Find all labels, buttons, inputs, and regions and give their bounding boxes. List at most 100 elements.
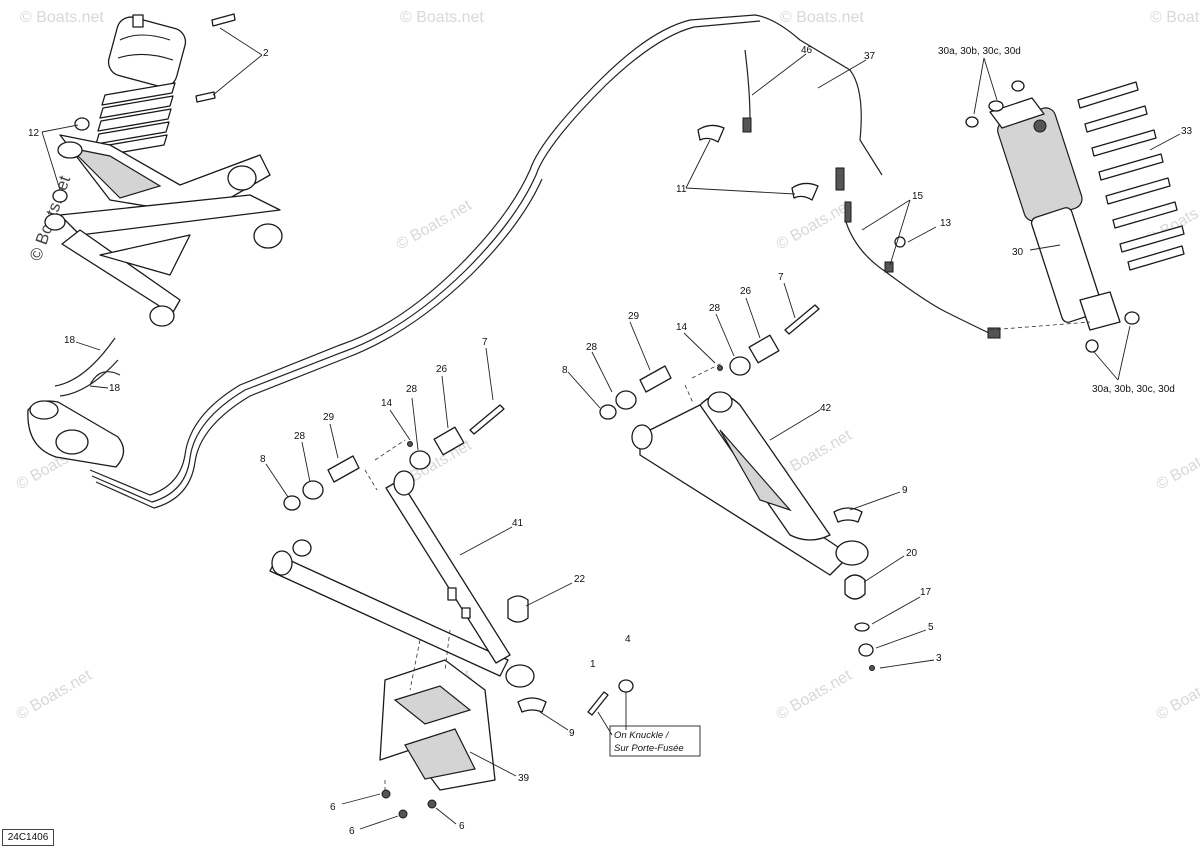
- hose-to-shock: [846, 222, 991, 334]
- arm-41-pivot-end: [293, 540, 311, 556]
- callout-18-top: 18: [64, 335, 76, 346]
- hose-fitting-lower: [836, 168, 844, 190]
- washer-29b: [640, 366, 671, 392]
- screw-6b: [399, 810, 407, 818]
- shock-reservoir: [105, 14, 188, 90]
- callout-26a: 26: [436, 364, 448, 375]
- callout-29b: 29: [628, 311, 640, 322]
- shock-adjuster: [1034, 120, 1046, 132]
- circlip-9b: [834, 508, 862, 522]
- nut-12a: [75, 118, 89, 130]
- rear-shock-assembly: [45, 14, 282, 326]
- arm-41-tab-a: [448, 588, 456, 600]
- callout-22: 22: [574, 574, 586, 585]
- callout-42: 42: [820, 403, 832, 414]
- shock-cap: [133, 15, 143, 27]
- grommet-13: [895, 237, 905, 247]
- callout-8a: 8: [260, 454, 266, 465]
- callout-14a: 14: [381, 398, 393, 409]
- sensor-end: [30, 401, 58, 419]
- note-line-2: Sur Porte-Fusée: [614, 743, 684, 754]
- pivot-bushing: [58, 142, 82, 158]
- washer-17: [855, 623, 869, 631]
- coil-spring-33: [1078, 82, 1184, 270]
- bushing-right-lower: [254, 224, 282, 248]
- hose-fitting-15: [845, 202, 851, 222]
- callout-6b: 6: [349, 826, 355, 837]
- diagram-reference-number: 24C1406: [2, 829, 54, 846]
- arm-41-pivot-front: [272, 551, 292, 575]
- bolt-2b: [212, 14, 235, 26]
- bushing-bottom: [150, 306, 174, 326]
- clamp-15: [885, 262, 893, 272]
- shock-nut-bottom: [1125, 312, 1139, 324]
- ball-joint-20: [845, 575, 865, 599]
- screw-6c: [428, 800, 436, 808]
- hose-fitting-46: [743, 118, 751, 132]
- bolt-2a: [196, 92, 215, 102]
- bushing-28a: [410, 451, 430, 469]
- bolt-7b: [785, 305, 819, 334]
- callout-29a: 29: [323, 412, 335, 423]
- callout-7a: 7: [482, 337, 488, 348]
- bushing-right-upper: [228, 166, 256, 190]
- grease-fitting-14a: [408, 442, 413, 447]
- callout-1: 1: [590, 659, 596, 670]
- sensor-harness: [28, 338, 124, 467]
- sensor-cap: [56, 430, 88, 454]
- callout-12: 12: [28, 128, 40, 139]
- callout-9b: 9: [902, 485, 908, 496]
- watermark: © Boats.net: [394, 197, 476, 254]
- nut-8a: [284, 496, 300, 510]
- watermark: © Boats.net: [400, 9, 484, 26]
- callout-41: 41: [512, 518, 524, 529]
- callout-26b: 26: [740, 286, 752, 297]
- arm-41-pivot-rear: [394, 471, 414, 495]
- watermark: © Boats.net: [14, 667, 96, 724]
- watermark: © Boats.net: [774, 667, 856, 724]
- callout-6c: 6: [459, 821, 465, 832]
- knuckle-note: On Knuckle / Sur Porte-Fusée: [598, 692, 700, 756]
- bolt-1: [588, 692, 608, 715]
- nut-8b: [600, 405, 616, 419]
- arm-41-ball-mount: [506, 665, 534, 687]
- bushing-28c: [616, 391, 636, 409]
- watermark: © Boats.net: [20, 9, 104, 26]
- arm-42-pivot-front: [632, 425, 652, 449]
- callout-11: 11: [676, 184, 687, 195]
- callout-28d: 28: [709, 303, 721, 314]
- shock-bolt-top: [966, 117, 978, 127]
- note-line-1: On Knuckle /: [614, 730, 670, 741]
- callout-30: 30: [1012, 247, 1024, 258]
- callout-28a: 28: [406, 384, 418, 395]
- callout-18-side: 18: [109, 383, 121, 394]
- callout-33: 33: [1181, 126, 1193, 137]
- shock-bolt-bottom: [1086, 340, 1098, 352]
- sleeve-26b: [749, 335, 779, 363]
- watermark: © Boats.net: [1154, 667, 1200, 724]
- watermark: © Boats.net: [1154, 437, 1200, 494]
- callout-13: 13: [940, 218, 952, 229]
- bushing-28d: [730, 357, 750, 375]
- watermark: © Boats.net: [780, 9, 864, 26]
- callout-30-top: 30a, 30b, 30c, 30d: [938, 46, 1021, 57]
- screw-6a: [382, 790, 390, 798]
- watermark: © Boats.net: [1150, 9, 1200, 26]
- ball-joint-22: [508, 596, 528, 622]
- arm-41-tab-b: [462, 608, 470, 618]
- shock-nut-top: [989, 101, 1003, 111]
- callout-2: 2: [263, 48, 269, 59]
- nut-12b: [53, 190, 67, 202]
- callout-46: 46: [801, 45, 813, 56]
- bushing-28b: [303, 481, 323, 499]
- callout-30-bottom: 30a, 30b, 30c, 30d: [1092, 384, 1175, 395]
- brake-hose-37: [90, 15, 1000, 508]
- nut-4: [619, 680, 633, 692]
- bushing-left: [45, 214, 65, 230]
- callout-20: 20: [906, 548, 918, 559]
- callout-17: 17: [920, 587, 932, 598]
- callout-6a: 6: [330, 802, 336, 813]
- grease-fitting-14b: [718, 366, 723, 371]
- arm-42-pivot-rear: [708, 392, 732, 412]
